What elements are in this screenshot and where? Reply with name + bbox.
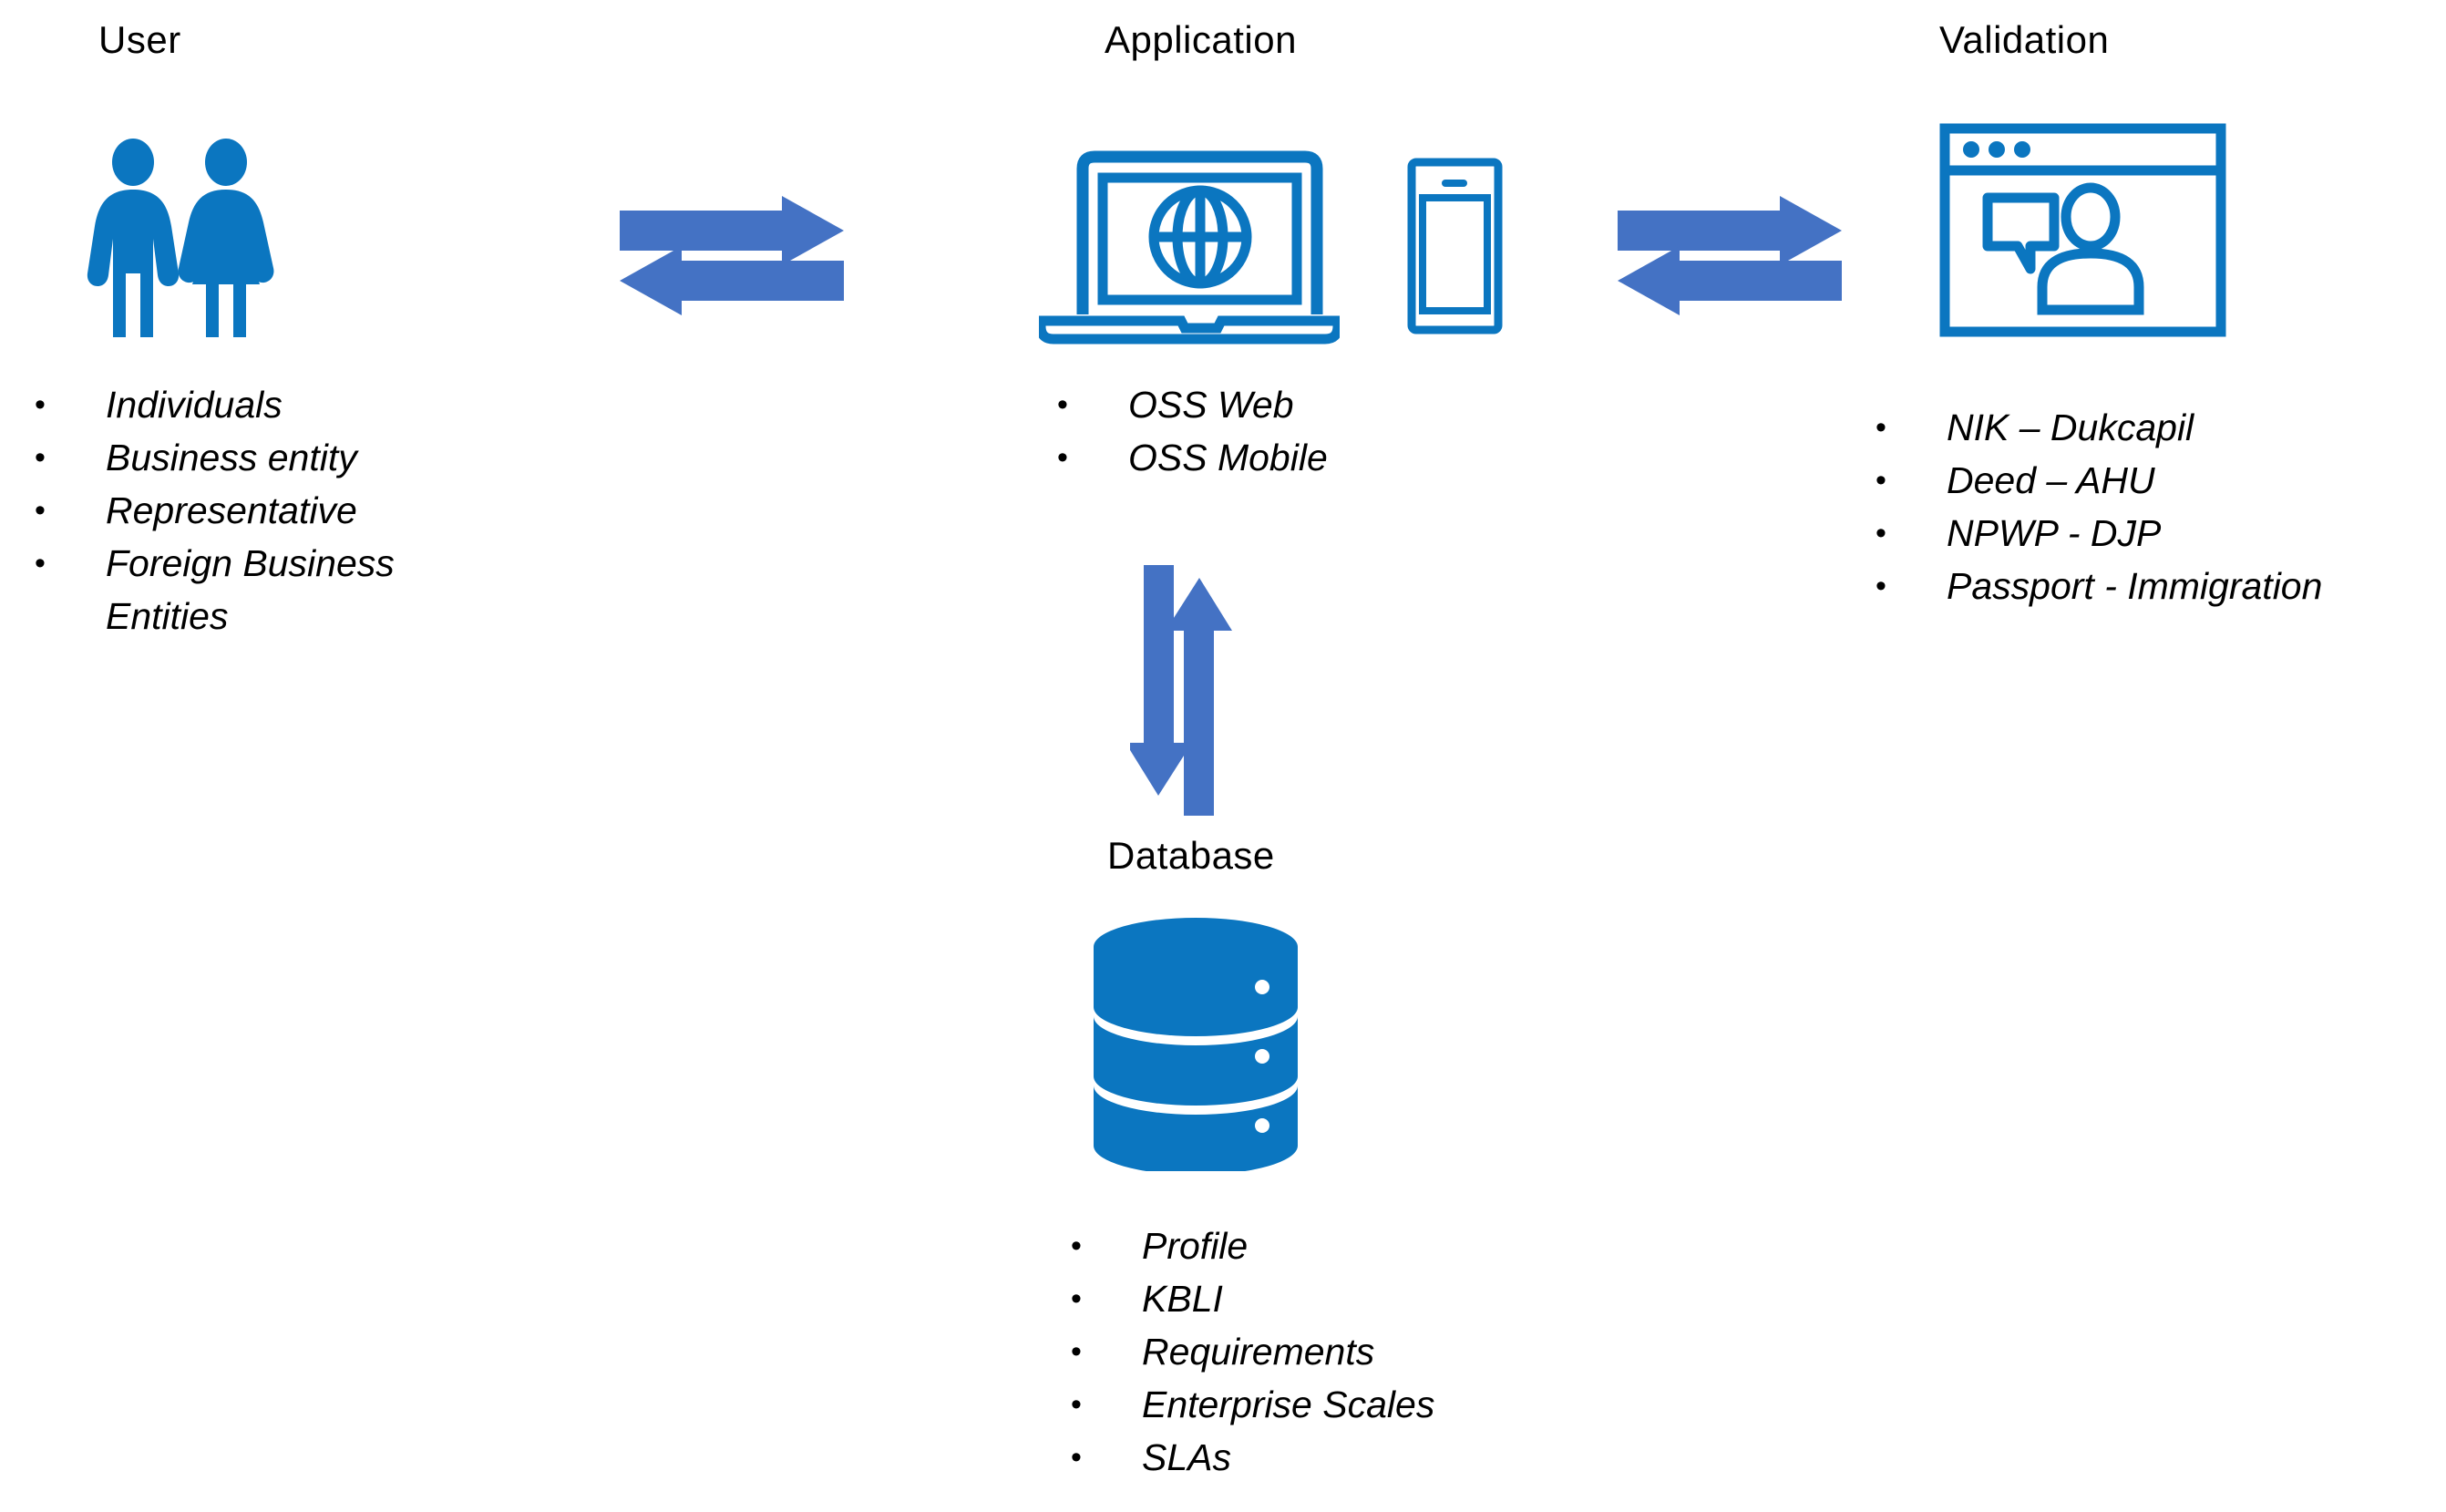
two-people-icon (82, 128, 283, 337)
list-item: Profile (1071, 1219, 1434, 1272)
laptop-globe-icon (1039, 137, 1340, 346)
list-item: Foreign Business Entities (35, 537, 498, 643)
user-application-exchange-arrows (620, 196, 875, 319)
application-bullet-list: OSS Web OSS Mobile (1057, 378, 1328, 484)
list-item: Individuals (35, 378, 498, 431)
list-item: SLAs (1071, 1431, 1434, 1484)
browser-chat-person-icon (1939, 123, 2226, 337)
list-item: OSS Web (1057, 378, 1328, 431)
list-item: Requirements (1071, 1325, 1434, 1378)
list-item: Passport - Immigration (1876, 560, 2322, 612)
database-bullet-list: Profile KBLI Requirements Enterprise Sca… (1071, 1219, 1434, 1484)
list-item: Enterprise Scales (1071, 1378, 1434, 1431)
user-heading: User (98, 18, 181, 61)
application-database-exchange-arrows (1130, 565, 1258, 816)
database-heading: Database (1107, 834, 1275, 877)
user-bullet-list: Individuals Business entity Representati… (35, 378, 498, 643)
validation-heading: Validation (1939, 18, 2110, 61)
database-cylinder-icon (1089, 907, 1303, 1171)
list-item: NIK – Dukcapil (1876, 401, 2322, 454)
list-item: KBLI (1071, 1272, 1434, 1325)
application-validation-exchange-arrows (1618, 196, 1882, 319)
mobile-phone-icon (1406, 157, 1525, 335)
list-item: OSS Mobile (1057, 431, 1328, 484)
validation-bullet-list: NIK – Dukcapil Deed – AHU NPWP - DJP Pas… (1876, 401, 2322, 612)
list-item: Deed – AHU (1876, 454, 2322, 507)
list-item: NPWP - DJP (1876, 507, 2322, 560)
list-item: Business entity (35, 431, 498, 484)
application-heading: Application (1105, 18, 1297, 61)
list-item: Representative (35, 484, 498, 537)
